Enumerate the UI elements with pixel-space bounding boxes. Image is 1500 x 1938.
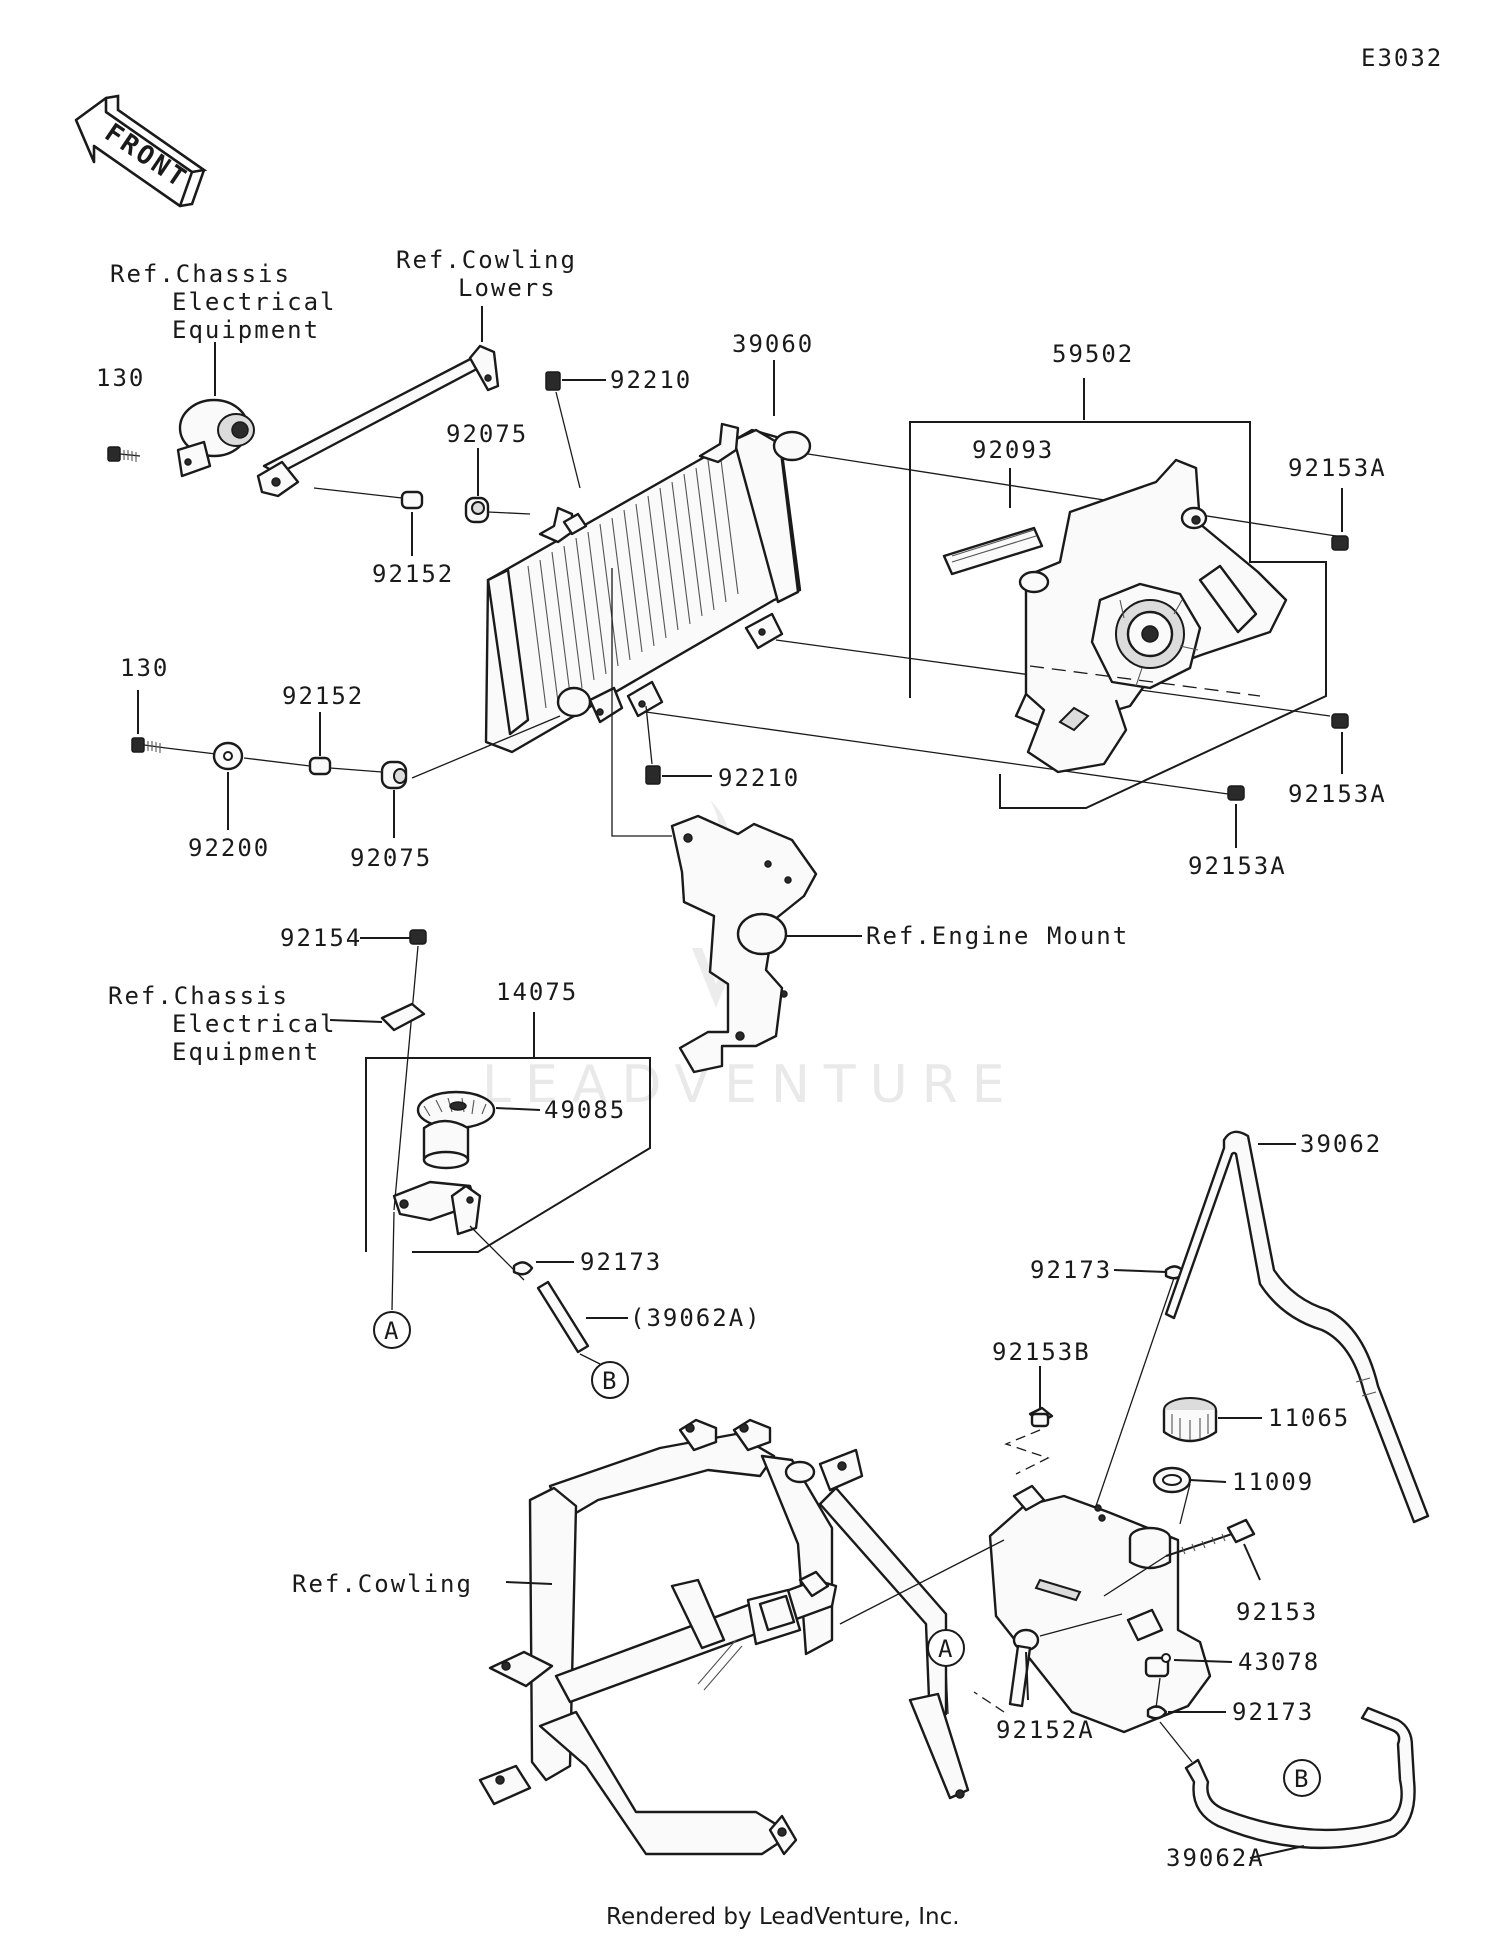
callout-a-2-text: A <box>938 1635 954 1663</box>
bolt-92153A-2 <box>1331 713 1349 729</box>
label-39062: 39062 <box>1300 1130 1382 1158</box>
front-arrow-icon: FRONT <box>74 94 208 208</box>
cowling-frame <box>478 1418 970 1856</box>
callout-b-2: B <box>1283 1759 1321 1797</box>
label-39062A-paren: (39062A) <box>630 1304 762 1332</box>
label-92173-a: 92173 <box>580 1248 662 1276</box>
callout-b-1: B <box>591 1361 629 1399</box>
label-92075-top: 92075 <box>446 420 528 448</box>
label-130-top: 130 <box>96 364 145 392</box>
label-92093: 92093 <box>972 436 1054 464</box>
label-92152-bottom: 92152 <box>282 682 364 710</box>
label-ref-chassis-1-line3: Equipment <box>172 316 320 344</box>
label-ref-chassis-2-line1: Ref.Chassis <box>108 982 289 1010</box>
label-ref-chassis-1-line2: Electrical <box>172 288 337 316</box>
callout-a-2: A <box>927 1629 965 1667</box>
callout-a-1-text: A <box>384 1317 400 1345</box>
label-ref-chassis-1-line1: Ref.Chassis <box>110 260 291 288</box>
label-39062A: 39062A <box>1166 1844 1265 1872</box>
grommet-92075-bottom <box>380 760 408 790</box>
label-14075: 14075 <box>496 978 578 1006</box>
bolt-92153 <box>1165 1518 1256 1557</box>
label-39060: 39060 <box>732 330 814 358</box>
callout-b-2-text: B <box>1294 1765 1310 1793</box>
label-92153A-3: 92153A <box>1188 852 1287 880</box>
label-92152-top: 92152 <box>372 560 454 588</box>
label-92210-bottom: 92210 <box>718 764 800 792</box>
bolt-92153B <box>1028 1406 1054 1428</box>
clamp-ref-chassis <box>380 1002 426 1032</box>
label-130-bottom: 130 <box>120 654 169 682</box>
label-ref-cowling-lowers-line1: Ref.Cowling <box>396 246 577 274</box>
label-ref-cowling-lowers-line2: Lowers <box>458 274 557 302</box>
label-92152A: 92152A <box>996 1716 1095 1744</box>
label-ref-chassis-2-line3: Equipment <box>172 1038 320 1066</box>
label-11009: 11009 <box>1232 1468 1314 1496</box>
clamp-92173-a <box>512 1261 534 1276</box>
fan-assembly-59502 <box>1014 458 1288 774</box>
label-92154: 92154 <box>280 924 362 952</box>
cowling-lowers-bracket <box>256 344 500 498</box>
reservoir-cap-11065 <box>1162 1397 1218 1443</box>
bolt-130-bottom <box>131 737 167 753</box>
watermark-text: LEADVENTURE <box>482 1055 1019 1115</box>
horn-part <box>176 398 255 478</box>
hose-39062A-long <box>1184 1706 1416 1850</box>
label-59502: 59502 <box>1052 340 1134 368</box>
clip-92210-bottom <box>645 765 661 785</box>
credit-text: Rendered by LeadVenture, Inc. <box>606 1904 960 1930</box>
label-92200: 92200 <box>188 834 270 862</box>
collar-92152-bottom <box>308 756 332 776</box>
gasket-11009 <box>1152 1466 1192 1494</box>
diagram-code: E3032 <box>1361 44 1443 72</box>
engine-mount-bracket <box>670 814 818 1074</box>
clip-92210-top <box>545 371 561 391</box>
label-92153A-2: 92153A <box>1288 780 1387 808</box>
label-92075-bottom: 92075 <box>350 844 432 872</box>
clamp-92173-c <box>1146 1705 1168 1720</box>
label-ref-engine-mount: Ref.Engine Mount <box>866 922 1129 950</box>
label-43078: 43078 <box>1238 1648 1320 1676</box>
label-92153A-1: 92153A <box>1288 454 1387 482</box>
hose-39062A-short <box>536 1280 590 1354</box>
bolt-92153A-1 <box>1331 535 1349 551</box>
label-92210-top: 92210 <box>610 366 692 394</box>
washer-92200 <box>212 741 244 771</box>
label-ref-cowling: Ref.Cowling <box>292 1570 473 1598</box>
label-92153: 92153 <box>1236 1598 1318 1626</box>
reservoir-tank-43078 <box>988 1484 1212 1734</box>
grommet-92075-top <box>464 496 490 524</box>
callout-a-1: A <box>373 1311 411 1349</box>
label-92153B: 92153B <box>992 1338 1091 1366</box>
filler-neck <box>392 1119 482 1236</box>
pin-92152A <box>1008 1628 1040 1708</box>
radiator-39060 <box>484 422 812 754</box>
label-92173-b: 92173 <box>1030 1256 1112 1284</box>
callout-b-1-text: B <box>602 1367 618 1395</box>
bolt-130-top <box>107 446 141 462</box>
label-ref-chassis-2-line2: Electrical <box>172 1010 337 1038</box>
collar-92152-top <box>400 490 424 510</box>
hose-39062 <box>1164 1130 1430 1524</box>
bolt-92153A-3 <box>1227 785 1245 801</box>
label-49085: 49085 <box>544 1096 626 1124</box>
seal-92093 <box>942 526 1044 576</box>
bolt-92154 <box>409 929 427 945</box>
label-92173-c: 92173 <box>1232 1698 1314 1726</box>
label-11065: 11065 <box>1268 1404 1350 1432</box>
